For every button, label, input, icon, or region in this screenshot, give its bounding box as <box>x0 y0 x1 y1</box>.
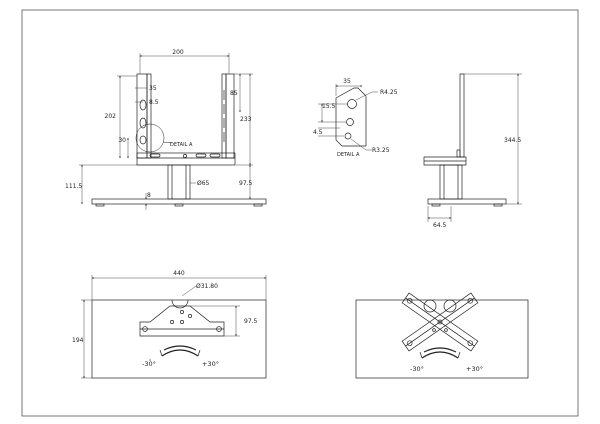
detail-a-callout-circle <box>135 123 165 153</box>
top-depth-dim: 194 <box>72 337 84 344</box>
front-right-slot-dim: 85 <box>230 90 238 97</box>
front-base-height-dim: 111.5 <box>65 183 82 190</box>
base-foot-right <box>253 203 263 207</box>
front-plate-thickness-dim: 8 <box>147 192 151 199</box>
rotated-left-angle: -30° <box>410 365 424 373</box>
detail-a-hole-large <box>347 99 357 109</box>
top-bracket-offset-dim: 97.5 <box>244 318 258 325</box>
base-foot-left <box>95 203 105 207</box>
detail-a-hole-mid <box>346 118 354 126</box>
top-bracket <box>139 305 225 337</box>
top-view <box>91 299 267 379</box>
side-base-plate <box>427 198 507 205</box>
detail-spacing-dim: 15.5 <box>322 103 336 110</box>
rotated-rotation-arc <box>423 347 457 353</box>
right-upright <box>221 73 227 159</box>
front-width-dim: 200 <box>172 49 184 56</box>
top-column-circle <box>171 299 189 309</box>
column <box>167 164 191 200</box>
front-top-slot-dim: 35 <box>149 85 157 92</box>
side-view <box>423 73 507 207</box>
rotated-arm-right <box>401 292 479 352</box>
detail-width-dim: 35 <box>343 78 351 85</box>
front-view <box>91 73 267 207</box>
front-view-dims <box>79 53 253 210</box>
front-bottom-slot-dim: 30 <box>118 137 126 144</box>
front-detail-label: DETAIL A <box>170 142 193 148</box>
sheet-border <box>21 9 579 417</box>
detail-a-bracket <box>335 87 367 147</box>
detail-a-hole-small <box>344 132 352 140</box>
left-slot-2 <box>139 117 147 129</box>
top-left-angle: -30° <box>142 360 156 368</box>
front-slot-width-dim: 8.5 <box>149 99 159 106</box>
side-depth-dim: 64.5 <box>433 222 447 229</box>
detail-a-dims <box>318 84 378 151</box>
detail-offset-dim: 4.5 <box>313 129 323 136</box>
rotated-view <box>355 292 529 379</box>
top-rotation-arc <box>163 345 197 351</box>
base-foot-center <box>174 203 184 207</box>
left-slot-1 <box>139 99 147 111</box>
detail-a-view <box>335 87 367 147</box>
front-column-dim: Ø65 <box>197 180 210 187</box>
front-bracket-height-dim: 233 <box>240 116 252 123</box>
crossbar <box>136 152 236 166</box>
detail-a-label: DETAIL A <box>337 152 360 158</box>
side-height-dim: 344.5 <box>504 137 521 144</box>
front-column-height-dim: 97.5 <box>239 180 253 187</box>
top-base-plate <box>91 299 267 379</box>
side-crossbar <box>423 156 467 166</box>
top-view-dims <box>81 275 267 379</box>
side-view-dims <box>427 73 522 222</box>
side-column <box>439 164 463 200</box>
detail-small-radius-dim: R3.25 <box>372 147 390 154</box>
top-width-dim: 440 <box>173 270 185 277</box>
top-right-angle: +30° <box>202 360 219 368</box>
left-upright <box>136 73 148 159</box>
detail-big-radius-dim: R4.25 <box>380 89 398 96</box>
base-plate <box>91 198 267 205</box>
rotated-right-angle: +30° <box>466 365 483 373</box>
left-slot-3 <box>139 135 147 145</box>
side-upright <box>459 73 465 158</box>
rotated-base-plate <box>355 299 529 379</box>
top-hole-dim: Ø31.80 <box>196 283 218 290</box>
front-upright-height-dim: 202 <box>105 113 117 120</box>
